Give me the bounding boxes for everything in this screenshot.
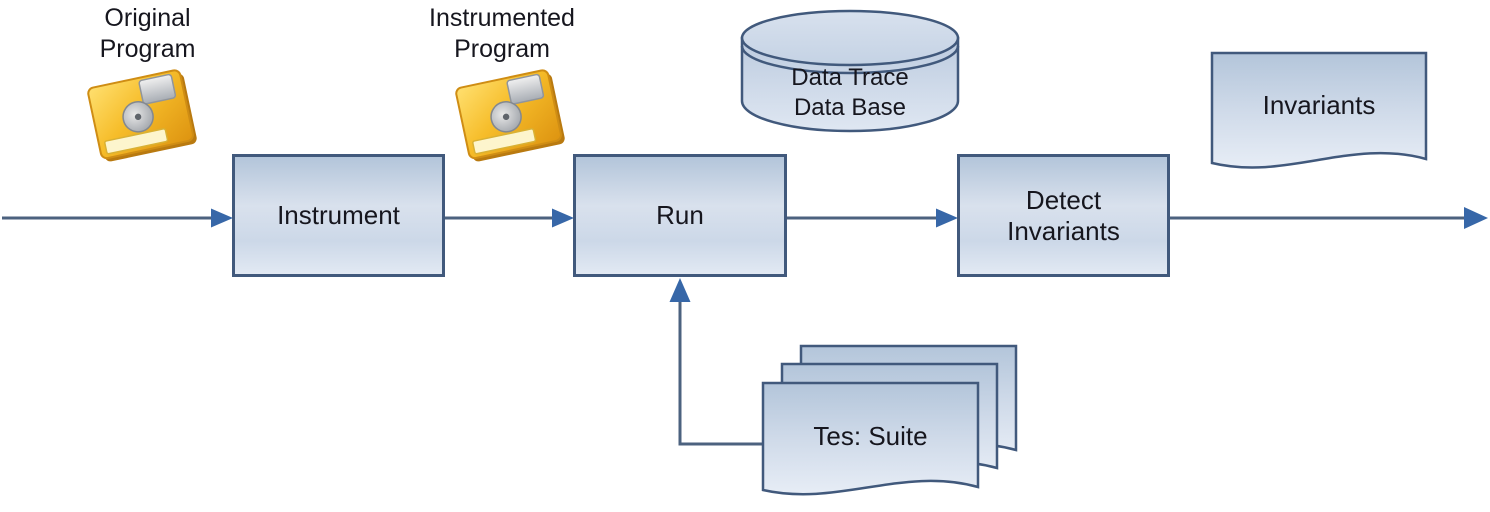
process-box-instrument: Instrument xyxy=(232,154,445,277)
label-test-suite: Tes: Suite xyxy=(813,420,928,451)
label-original-program: Original Program xyxy=(55,3,240,65)
floppy-disk-icon xyxy=(86,67,199,165)
label-invariants: Invariants xyxy=(1262,89,1376,120)
connector-testsuite-to-run xyxy=(678,302,764,446)
label-line1: Original xyxy=(104,4,191,32)
process-label: Run xyxy=(656,200,704,230)
label-line2: Data Base xyxy=(793,94,907,121)
process-box-detect-invariants: Detect Invariants xyxy=(957,154,1170,277)
cylinder-rim-line xyxy=(740,45,960,75)
arrowhead-into-run-icon xyxy=(552,208,574,228)
label-data-trace-database: Data Trace Data Base xyxy=(742,63,958,123)
label-line2: Program xyxy=(99,35,196,63)
arrowhead-into-detect-icon xyxy=(936,208,958,228)
label-line1: Instrumented xyxy=(429,4,575,32)
label-line2: Program xyxy=(454,35,550,63)
label-instrumented-program: Instrumented Program xyxy=(392,3,612,65)
floppy-disk-icon xyxy=(454,67,567,165)
document-invariants xyxy=(1210,51,1428,169)
arrowhead-into-instrument-icon xyxy=(211,208,233,228)
document-stack-test-suite xyxy=(761,344,1018,496)
process-label-line1: Detect xyxy=(1025,184,1102,215)
database-cylinder xyxy=(740,9,960,133)
arrowhead-up-into-run-icon xyxy=(669,278,691,302)
flow-connectors xyxy=(2,207,1488,446)
label-line1: Data Trace xyxy=(791,64,909,91)
process-label: Instrument xyxy=(277,200,400,230)
arrowhead-output-icon xyxy=(1464,207,1488,229)
process-box-run: Run xyxy=(573,154,787,277)
process-label-line2: Invariants xyxy=(1007,215,1120,246)
document-test-suite-front xyxy=(761,381,980,496)
